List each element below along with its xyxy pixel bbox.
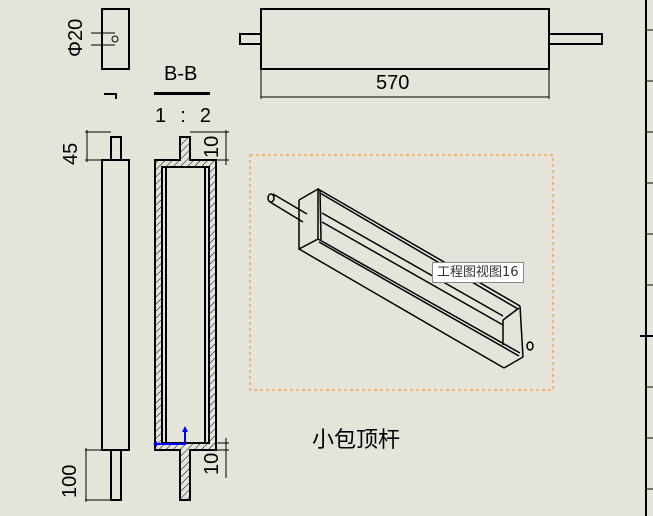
length-dimension[interactable]: 570 — [376, 72, 409, 94]
end-view[interactable]: Φ20 — [65, 8, 130, 70]
bottom-shaft-dimension[interactable]: 100 — [59, 465, 81, 498]
front-view[interactable]: 45 100 — [59, 130, 130, 502]
diameter-dimension[interactable]: Φ20 — [65, 19, 87, 57]
top-shaft-dimension[interactable]: 45 — [60, 143, 82, 165]
section-label: B-B — [164, 63, 197, 85]
section-view[interactable]: 10 10 — [153, 130, 229, 501]
isometric-view[interactable] — [249, 154, 554, 391]
part-title[interactable]: 小包顶杆 — [312, 428, 401, 453]
sheet-border — [640, 0, 653, 516]
bottom-wall-dimension[interactable]: 10 — [201, 453, 223, 475]
selection-box — [249, 154, 554, 391]
origin-icon — [153, 426, 188, 447]
view-tooltip: 工程图视图16 — [432, 262, 524, 283]
top-wall-dimension[interactable]: 10 — [201, 136, 223, 158]
top-view[interactable]: 570 — [239, 8, 603, 99]
section-arrow — [104, 93, 117, 99]
section-label-bar — [154, 92, 210, 95]
section-scale: 1 : 2 — [155, 105, 211, 127]
